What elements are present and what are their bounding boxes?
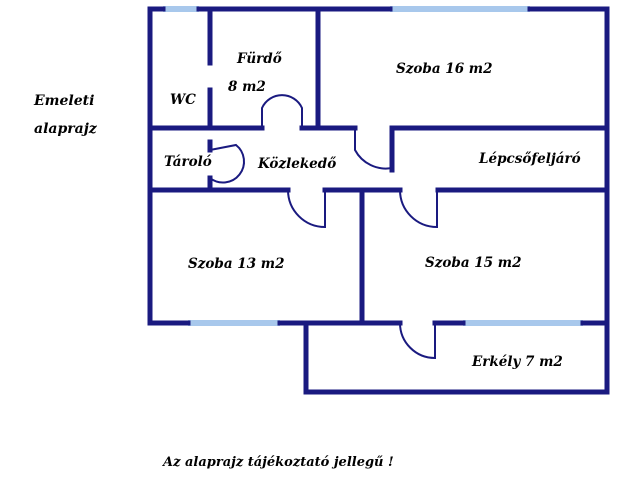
window-szoba-16 — [390, 6, 530, 12]
room-label-tarolo: Tároló — [164, 154, 212, 170]
room-label-szoba-15: Szoba 15 m2 — [425, 255, 521, 271]
door-tarolo — [209, 143, 245, 184]
disclaimer-note: Az alaprajz tájékoztató jellegű ! — [163, 455, 394, 470]
room-area-furdo: 8 m2 — [228, 79, 266, 95]
window-szoba-15 — [463, 320, 583, 326]
floor-plan-title-line2: alaprajz — [34, 121, 97, 137]
room-label-erkely: Erkély 7 m2 — [471, 354, 563, 370]
room-label-kozlekedo: Közlekedő — [257, 156, 336, 172]
room-label-wc: WC — [170, 92, 196, 108]
windows — [163, 6, 583, 326]
door-furdo — [261, 94, 303, 128]
door-szoba13 — [287, 189, 326, 229]
door-erkely — [399, 322, 436, 360]
room-label-lepcso: Lépcsőfeljáró — [478, 151, 581, 167]
room-label-furdo: Fürdő — [236, 51, 282, 67]
floor-plan-title-line1: Emeleti — [34, 93, 95, 109]
room-label-szoba-16: Szoba 16 m2 — [396, 61, 492, 77]
room-label-szoba-13: Szoba 13 m2 — [188, 256, 284, 272]
door-szoba16 — [354, 128, 393, 170]
window-szoba-13 — [188, 320, 280, 326]
door-swings — [209, 94, 438, 360]
walls — [147, 6, 610, 395]
door-szoba15 — [399, 189, 438, 229]
window-wc — [163, 6, 199, 12]
